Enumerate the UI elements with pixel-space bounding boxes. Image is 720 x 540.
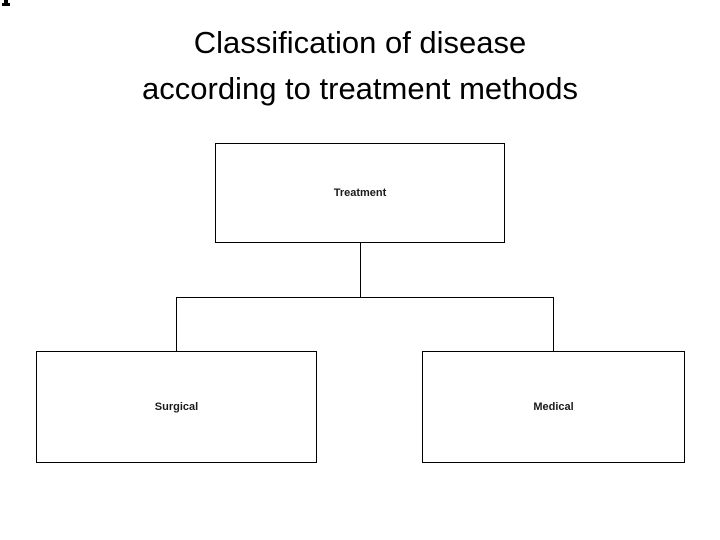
slide-title-line1: Classification of disease <box>193 25 527 60</box>
node-treatment: Treatment <box>215 143 505 243</box>
corner-bullet-artifact <box>2 3 10 6</box>
slide-title: Classification of disease according to t… <box>0 20 720 112</box>
node-medical: Medical <box>422 351 685 463</box>
node-medical-label: Medical <box>533 401 574 413</box>
corner-bullet-artifact-cap <box>4 0 8 3</box>
connector-horizontal <box>176 297 554 298</box>
connector-left-drop <box>176 297 177 351</box>
node-surgical-label: Surgical <box>154 401 199 413</box>
connector-root-stem <box>360 243 361 297</box>
node-treatment-label: Treatment <box>333 187 387 199</box>
slide-title-line2: according to treatment methods <box>142 71 578 106</box>
connector-right-drop <box>553 297 554 351</box>
node-surgical: Surgical <box>36 351 317 463</box>
